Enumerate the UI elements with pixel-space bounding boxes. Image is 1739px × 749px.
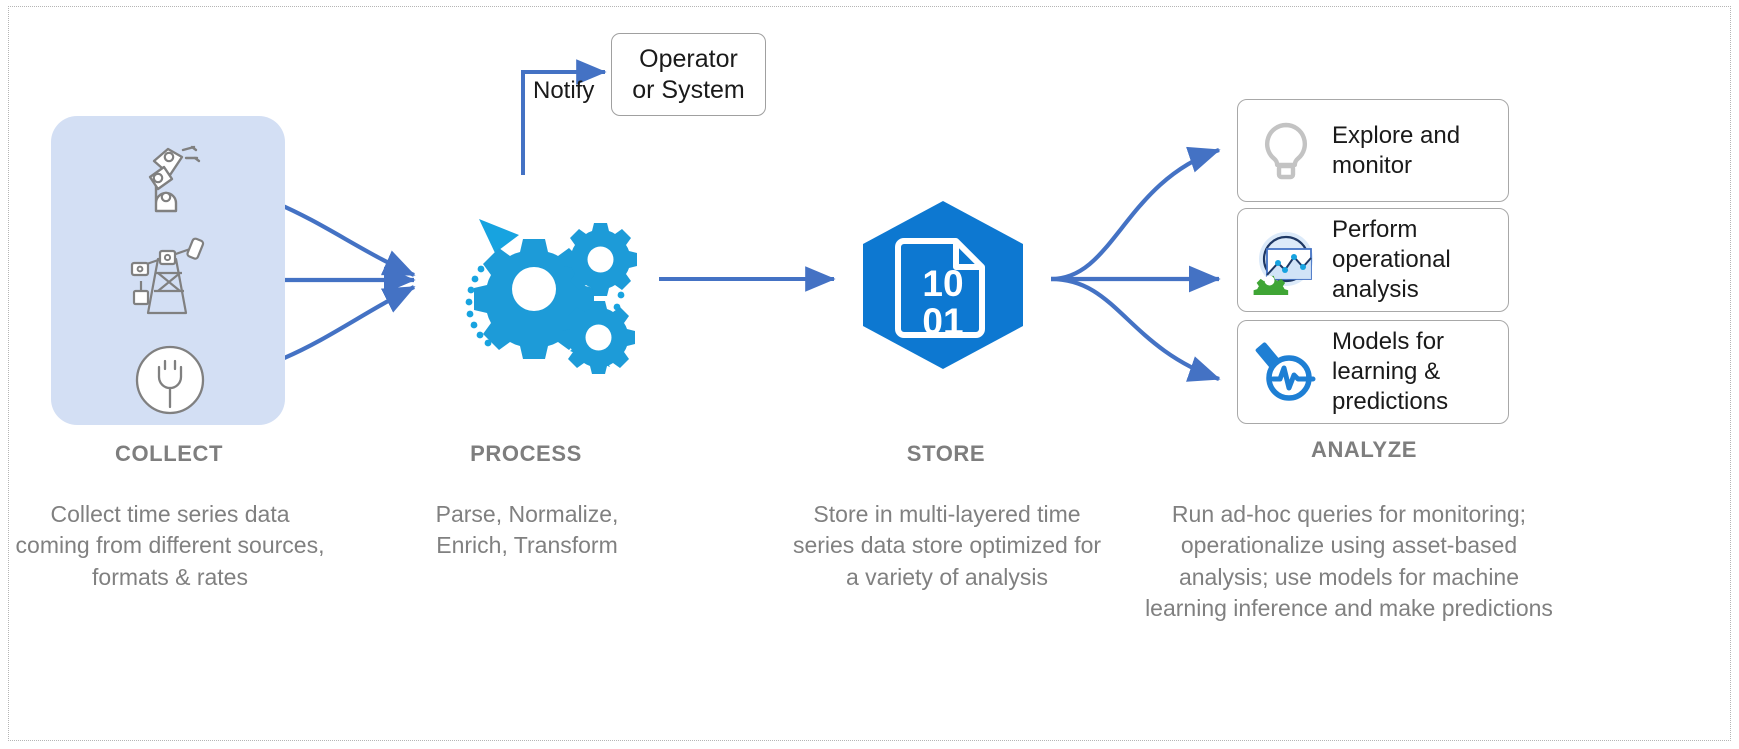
magnifier-pulse-icon (1255, 342, 1316, 401)
document-shape (895, 238, 985, 338)
gears-icon (465, 219, 637, 374)
stage-caption-process: Parse, Normalize, Enrich, Transform (435, 501, 619, 559)
gear-large (474, 239, 594, 359)
binary-document-hexagon-icon: 10 01 (863, 201, 1023, 369)
notify-label: Notify (533, 77, 595, 104)
card-line-1: Models for (1332, 328, 1445, 356)
store-badge-line-1: 10 (922, 263, 963, 304)
card-line-2: learning & (1332, 358, 1441, 386)
card-line-1: Explore and (1332, 121, 1461, 149)
magnifier-pulse-icon-wrap (1248, 334, 1324, 410)
analyze-card-explore-text: Explore and monitor (1324, 121, 1460, 181)
power-plug-icon (135, 345, 205, 415)
stage-label-process: PROCESS (470, 441, 582, 466)
gear-small-bottom (562, 301, 635, 374)
stage-label-analyze: ANALYZE (1310, 437, 1418, 462)
lightbulb-icon-wrap (1248, 113, 1324, 189)
stage-caption-store: Store in multi-layered time series data … (792, 501, 1102, 590)
analyze-card-perform-text: Perform operational analysis (1324, 215, 1451, 304)
oil-rig-icon (130, 237, 205, 315)
analyze-card-models[interactable]: Models for learning & predictions (1237, 320, 1509, 424)
operator-line-1: Operator (639, 45, 738, 73)
diagram-stage: Notify Operator or System (9, 7, 1732, 742)
chart-monitor-gear-icon-wrap (1248, 222, 1324, 298)
card-line-1: Perform (1332, 216, 1418, 244)
green-gear (1253, 275, 1289, 295)
stage-caption-analyze: Run ad-hoc queries for monitoring; opera… (1145, 501, 1553, 621)
card-line-2: operational (1332, 246, 1451, 274)
analyze-card-perform[interactable]: Perform operational analysis (1237, 208, 1509, 312)
operator-or-system-box[interactable]: Operator or System (611, 33, 766, 116)
card-line-3: analysis (1332, 275, 1419, 303)
stage-caption-collect: Collect time series data coming from dif… (15, 501, 325, 590)
operator-line-2: or System (632, 75, 745, 104)
card-line-3: predictions (1332, 387, 1449, 415)
robot-arm-icon (148, 145, 201, 213)
store-badge-line-2: 01 (922, 301, 963, 342)
rotation-arc-left (465, 219, 519, 347)
chart-monitor-gear-icon (1253, 232, 1313, 295)
diagram-frame: Notify Operator or System (8, 6, 1731, 741)
store-to-analyze-arrows (1050, 146, 1221, 382)
gear-small-top (564, 223, 637, 296)
analyze-card-models-text: Models for learning & predictions (1324, 327, 1448, 416)
stage-label-store: STORE (906, 441, 986, 466)
lightbulb-icon (1264, 122, 1308, 179)
stage-label-collect: COLLECT (114, 441, 224, 466)
card-line-2: monitor (1332, 151, 1413, 179)
analyze-card-explore[interactable]: Explore and monitor (1237, 99, 1509, 202)
